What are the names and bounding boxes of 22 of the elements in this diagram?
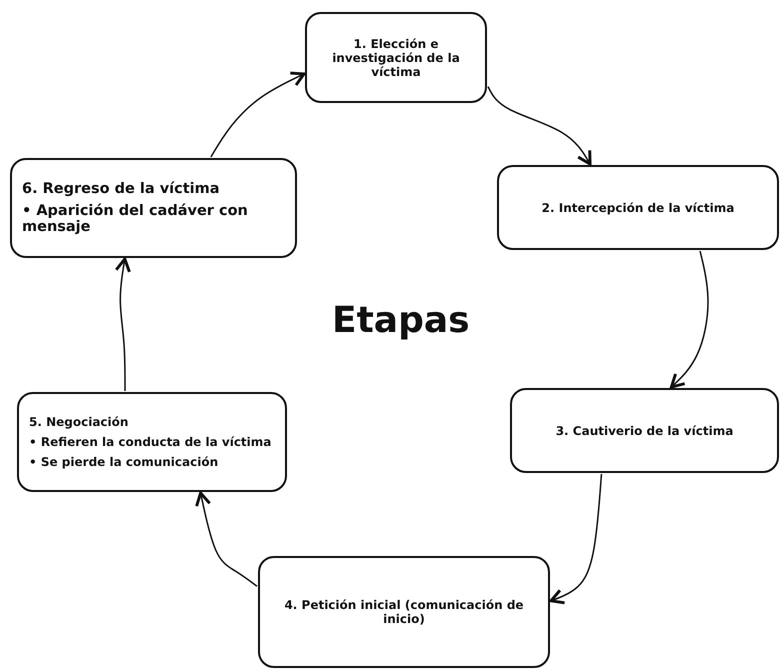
arrow	[487, 86, 592, 166]
stage-text: 6. Regreso de la víctima	[22, 181, 221, 197]
stage-text: • Aparición del cadáver con mensaje	[22, 203, 249, 235]
stage-box	[305, 12, 487, 103]
stage-text: • Refieren la conducta de la víctima	[29, 435, 272, 449]
center-label: Etapas	[332, 300, 470, 341]
stage-box	[510, 388, 779, 473]
arrow	[670, 250, 709, 388]
stage-text: 3. Cautiverio de la víctima	[556, 424, 734, 438]
stage-text: • Se pierde la comunicación	[29, 455, 220, 469]
arrow	[195, 492, 258, 587]
stage-box	[10, 158, 297, 258]
stage-box	[17, 392, 287, 492]
arrow	[550, 474, 602, 604]
arrow	[114, 258, 131, 391]
stage-text: 4. Petición inicial (comunicación de inicio)	[283, 598, 525, 626]
stage-box	[497, 165, 779, 250]
arrow	[210, 72, 306, 158]
stage-text: 2. Intercepción de la víctima	[542, 200, 734, 214]
stage-text: 5. Negociación	[29, 415, 130, 429]
stage-box	[258, 556, 550, 668]
stage-text: 1. Elección e investigación de la víctima	[331, 36, 461, 78]
